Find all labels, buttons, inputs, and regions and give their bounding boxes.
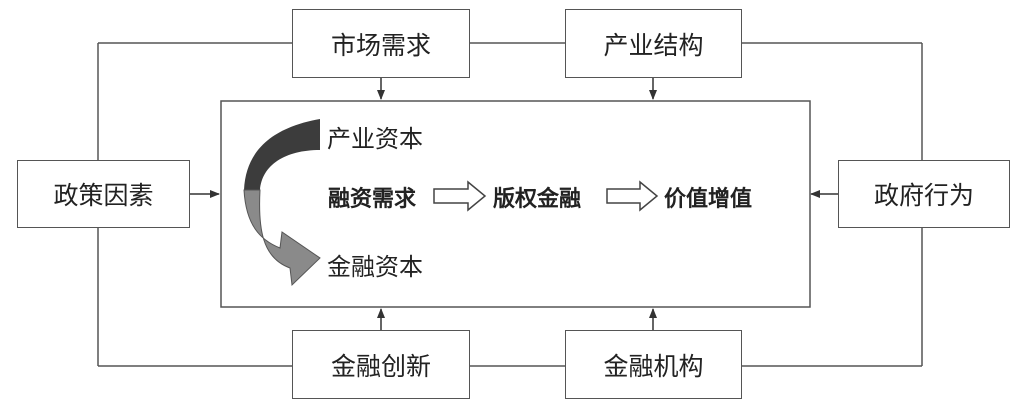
curved-arrow-dark bbox=[244, 119, 320, 190]
market-demand-box: 市场需求 bbox=[292, 9, 470, 78]
market-demand-label: 市场需求 bbox=[330, 30, 431, 60]
financial-innovation-label: 金融创新 bbox=[330, 351, 431, 381]
outer-frame-lines bbox=[97, 42, 923, 367]
value-added-label: 价值增值 bbox=[664, 187, 753, 212]
industrial-structure-box: 产业结构 bbox=[565, 9, 742, 78]
flow-arrow-1 bbox=[433, 180, 487, 212]
policy-factors-box: 政策因素 bbox=[17, 160, 190, 228]
industrial-structure-label: 产业结构 bbox=[603, 30, 704, 60]
financial-capital-label: 金融资本 bbox=[327, 253, 423, 281]
financial-innovation-box: 金融创新 bbox=[292, 330, 470, 399]
policy-factors-label: 政策因素 bbox=[53, 181, 154, 210]
financing-demand-label: 融资需求 bbox=[328, 187, 417, 212]
curved-arrow-gray bbox=[243, 189, 321, 287]
government-behavior-label: 政府行为 bbox=[873, 181, 974, 210]
industrial-capital-label: 产业资本 bbox=[327, 125, 423, 153]
arrows-into-main bbox=[190, 78, 838, 330]
financial-institutions-box: 金融机构 bbox=[565, 330, 742, 399]
government-behavior-box: 政府行为 bbox=[838, 160, 1010, 228]
financial-institutions-label: 金融机构 bbox=[603, 351, 704, 381]
flow-arrow-2 bbox=[606, 180, 659, 212]
copyright-finance-label: 版权金融 bbox=[493, 187, 582, 212]
